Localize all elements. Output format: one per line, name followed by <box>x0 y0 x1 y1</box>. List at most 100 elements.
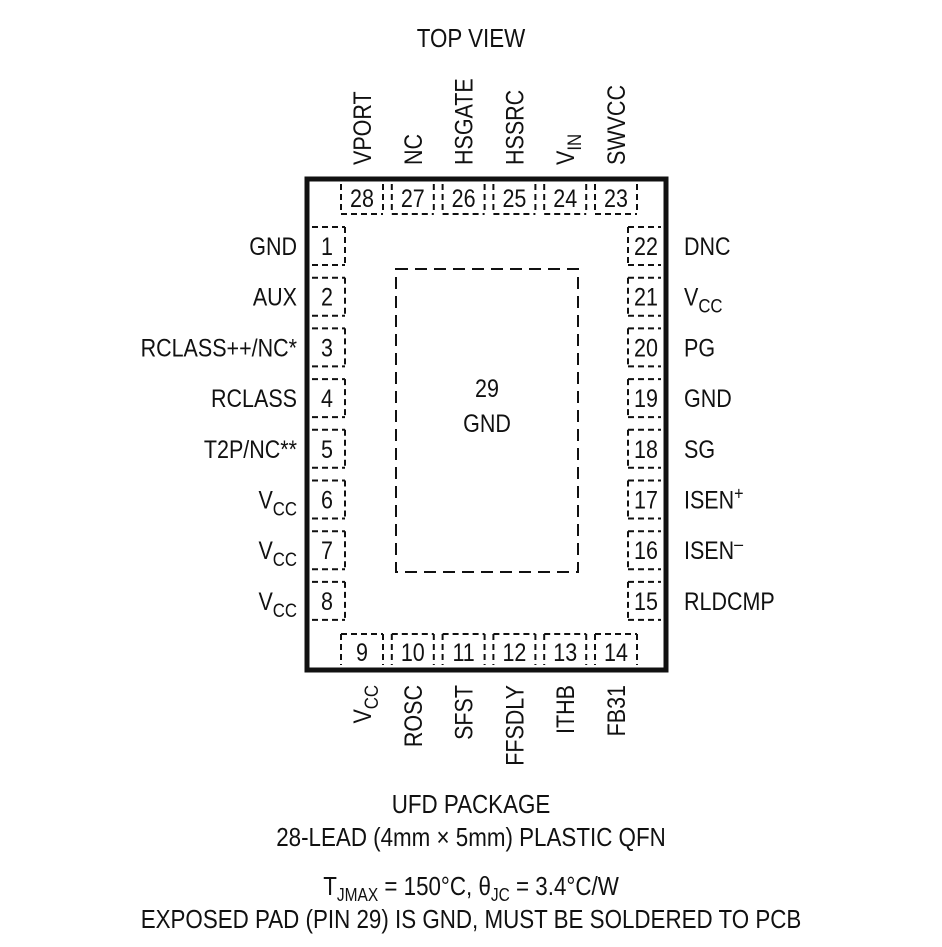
pin-18-pad <box>627 428 661 469</box>
pin-9-pad <box>340 633 384 665</box>
pin-15-number: 15 <box>634 587 658 615</box>
pin-17-number: 17 <box>634 486 658 514</box>
pin-8-number: 8 <box>321 587 333 615</box>
pin-5-label: T2P/NC** <box>204 435 297 463</box>
exposed-pad-number: 29 <box>475 374 499 402</box>
pin-10-label: ROSC <box>399 685 427 747</box>
tjmax-symbol: T <box>323 871 337 901</box>
pin-9-number: 9 <box>356 638 368 666</box>
pin-27-number: 27 <box>401 184 425 212</box>
pin-19-number: 19 <box>634 385 658 413</box>
thermal-spec: TJMAX = 150°C, θJC = 3.4°C/W <box>66 870 876 911</box>
pin-12-number: 12 <box>502 638 526 666</box>
pin-10-pad <box>390 633 435 665</box>
pin-24-label: VIN <box>552 134 586 165</box>
pin-20-pad <box>627 327 661 368</box>
pin-13-number: 13 <box>553 638 577 666</box>
pin-16-number: 16 <box>634 537 658 565</box>
pin-17-pad <box>627 479 661 520</box>
pin-25-label: HSSRC <box>501 90 529 165</box>
pin-20-label: PG <box>684 334 715 362</box>
pin-23-number: 23 <box>604 184 628 212</box>
pin-7-number: 7 <box>321 537 333 565</box>
pin-2-pad <box>312 276 346 317</box>
exposed-pad-name: GND <box>463 409 511 437</box>
pin-21-pad <box>627 276 661 317</box>
pin-5-pad <box>312 428 346 469</box>
pin-4-label: RCLASS <box>211 385 297 413</box>
pin-13-pad <box>543 633 588 665</box>
theta-symbol: θ <box>478 871 491 901</box>
pin-6-pad <box>312 479 346 520</box>
pin-6-number: 6 <box>321 486 333 514</box>
pin-10-number: 10 <box>401 638 425 666</box>
pin-9-label: VCC <box>348 685 382 724</box>
pin-3-number: 3 <box>321 334 333 362</box>
pin-26-number: 26 <box>452 184 476 212</box>
pin-3-label: RCLASS++/NC* <box>141 334 297 362</box>
pin-15-label: RLDCMP <box>684 587 775 615</box>
exposed-pad-note: EXPOSED PAD (PIN 29) IS GND, MUST BE SOL… <box>140 904 802 934</box>
pin-8-label: VCC <box>258 587 297 621</box>
pin-13-label: ITHB <box>552 685 580 734</box>
pin-27-label: NC <box>399 134 427 165</box>
pin-25-number: 25 <box>502 184 526 212</box>
pin-16-pad <box>627 530 661 571</box>
pin-16-label: ISEN– <box>684 533 743 565</box>
pin-26-pad <box>441 184 486 215</box>
theta-value: = 3.4°C/W <box>509 871 619 901</box>
theta-subscript: JC <box>490 885 510 906</box>
pins-layer: 1GND2AUX3RCLASS++/NC*4RCLASS5T2P/NC**6VC… <box>141 78 775 766</box>
pin-18-number: 18 <box>634 435 658 463</box>
pin-2-number: 2 <box>321 283 333 311</box>
pin-7-pad <box>312 530 346 571</box>
pin-26-label: HSGATE <box>450 78 478 165</box>
package-line-1: UFD PACKAGE <box>391 789 551 819</box>
pin-11-pad <box>441 633 486 665</box>
pin-8-pad <box>312 580 346 621</box>
pin-19-label: GND <box>684 385 732 413</box>
pin-21-number: 21 <box>634 283 658 311</box>
pin-28-pad <box>340 184 384 215</box>
package-line-2: 28-LEAD (4mm × 5mm) PLASTIC QFN <box>276 822 666 852</box>
pin-1-number: 1 <box>321 232 333 260</box>
pin-28-number: 28 <box>350 184 374 212</box>
pin-25-pad <box>492 184 537 215</box>
pin-2-label: AUX <box>253 283 298 311</box>
pin-5-number: 5 <box>321 435 333 463</box>
pin-24-pad <box>543 184 588 215</box>
pin-23-label: SWVCC <box>602 85 630 165</box>
pin-12-label: FFSDLY <box>501 685 529 766</box>
pin-14-label: FB31 <box>602 685 630 736</box>
pin-22-pad <box>627 226 661 266</box>
pin-20-number: 20 <box>634 334 658 362</box>
pin-3-pad <box>312 327 346 368</box>
pin-11-label: SFST <box>450 685 478 740</box>
tjmax-subscript: JMAX <box>336 885 379 906</box>
pin-22-number: 22 <box>634 232 658 260</box>
view-title: TOP VIEW <box>416 23 526 53</box>
pin-14-number: 14 <box>604 638 628 666</box>
pin-1-pad <box>312 226 346 266</box>
tjmax-value: = 150°C, <box>378 871 479 901</box>
pin-1-label: GND <box>249 232 297 260</box>
pin-4-number: 4 <box>321 385 333 413</box>
pin-19-pad <box>627 378 661 419</box>
pin-23-pad <box>594 184 638 215</box>
pin-7-label: VCC <box>258 537 297 571</box>
pin-24-number: 24 <box>553 184 577 212</box>
pin-12-pad <box>492 633 537 665</box>
pin-27-pad <box>390 184 435 215</box>
pin-21-label: VCC <box>684 283 723 317</box>
pin-28-label: VPORT <box>348 91 376 165</box>
pin-4-pad <box>312 378 346 419</box>
pin-15-pad <box>627 580 661 621</box>
exposed-pad <box>395 268 579 573</box>
pin-18-label: SG <box>684 435 715 463</box>
package-body <box>304 176 669 673</box>
pin-6-label: VCC <box>258 486 297 520</box>
pin-17-label: ISEN+ <box>684 482 744 514</box>
pin-22-label: DNC <box>684 232 731 260</box>
pin-11-number: 11 <box>452 638 474 666</box>
